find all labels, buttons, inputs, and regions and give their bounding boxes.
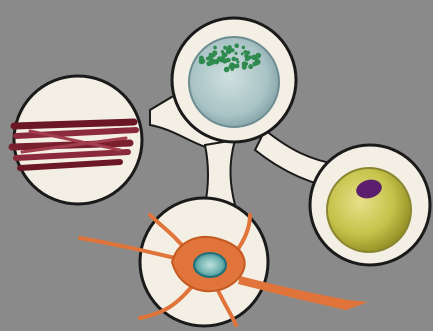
stem-cell-node bbox=[172, 18, 296, 142]
stem-cell-granule bbox=[244, 62, 248, 66]
stem-cell-granule bbox=[199, 59, 205, 65]
fat-cell-node bbox=[310, 145, 430, 265]
stem-cell-granule bbox=[246, 51, 250, 55]
stem-cell-granule bbox=[226, 58, 231, 63]
stem-cell-granule bbox=[213, 46, 217, 50]
stem-cell-granule bbox=[212, 50, 217, 55]
muscle-cells-node bbox=[12, 76, 142, 204]
stem-cell-granule bbox=[229, 62, 234, 67]
stem-cell-granule bbox=[209, 60, 214, 65]
neuron-nucleus bbox=[194, 253, 226, 277]
stem-cell-granule bbox=[234, 52, 237, 55]
stem-cell-granule bbox=[235, 58, 239, 62]
stem-cell-granule bbox=[248, 64, 253, 69]
stem-cell-granule bbox=[241, 52, 244, 55]
stem-cell-granule bbox=[224, 67, 230, 73]
stem-cell-granule bbox=[251, 55, 256, 60]
stem-cell-granule bbox=[223, 46, 227, 50]
stem-cell-granule bbox=[242, 46, 245, 49]
stem-cell-granule bbox=[253, 62, 257, 66]
stem-cell-granule bbox=[222, 53, 226, 57]
stem-cell-granule bbox=[234, 43, 239, 48]
stem-cell-granule bbox=[246, 56, 251, 61]
